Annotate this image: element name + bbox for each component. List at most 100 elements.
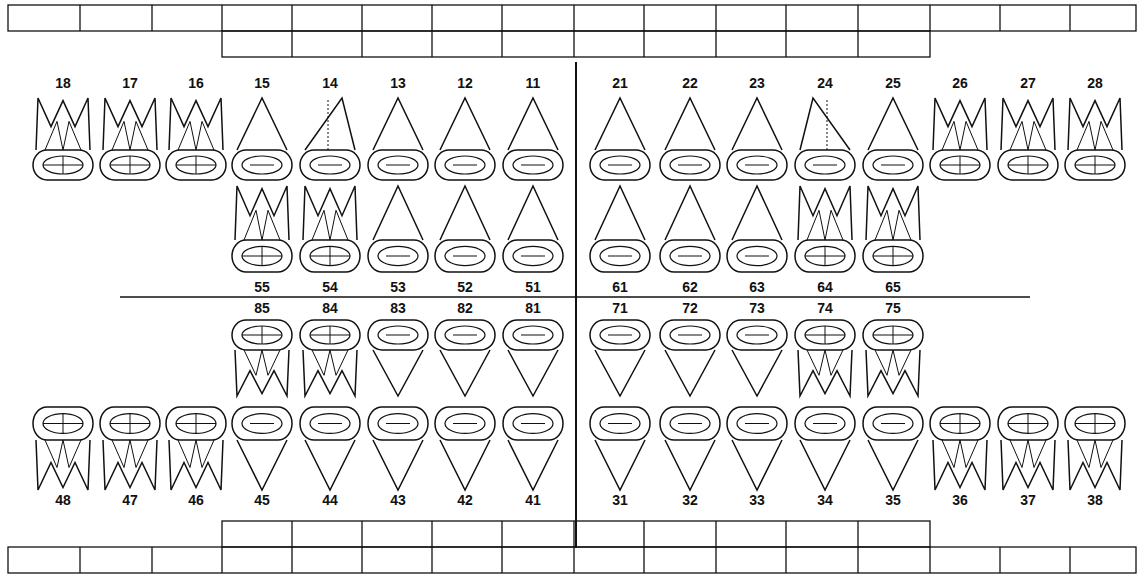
- tooth-number: 46: [188, 493, 204, 507]
- tooth-drawing: [998, 98, 1058, 180]
- tooth-number: 38: [1087, 493, 1103, 507]
- tooth-drawing: [232, 98, 292, 180]
- tooth-number: 74: [817, 301, 833, 315]
- tooth-drawing: [503, 320, 563, 396]
- tooth-number: 55: [254, 280, 270, 294]
- tooth-number: 82: [457, 301, 473, 315]
- tooth-number: 85: [254, 301, 270, 315]
- tooth-number: 36: [952, 493, 968, 507]
- tooth-number: 31: [612, 493, 628, 507]
- tooth-number: 48: [55, 493, 71, 507]
- tooth-drawing: [930, 98, 990, 180]
- tooth-drawing: [863, 407, 923, 490]
- tooth-number: 72: [682, 301, 698, 315]
- tooth-number: 42: [457, 493, 473, 507]
- tooth-drawing: [660, 320, 720, 396]
- tooth-drawing: [1065, 98, 1125, 180]
- tooth-drawing: [100, 407, 160, 490]
- tooth-number: 12: [457, 76, 473, 90]
- tooth-drawing: [33, 98, 93, 180]
- tooth-number: 64: [817, 280, 833, 294]
- tooth-number: 24: [817, 76, 833, 90]
- tooth-number: 33: [749, 493, 765, 507]
- tooth-number: 34: [817, 493, 833, 507]
- tooth-drawing: [368, 320, 428, 396]
- tooth-number: 13: [390, 76, 406, 90]
- tooth-drawing: [300, 98, 360, 180]
- tooth-drawing: [660, 186, 720, 272]
- chart-table-row: [222, 31, 930, 57]
- chart-table-row: [8, 547, 1136, 573]
- tooth-drawing: [232, 186, 292, 272]
- tooth-number: 47: [122, 493, 138, 507]
- tooth-number: 21: [612, 76, 628, 90]
- tooth-number: 61: [612, 280, 628, 294]
- tooth-drawing: [166, 407, 226, 490]
- tooth-number: 26: [952, 76, 968, 90]
- tooth-drawing: [863, 320, 923, 396]
- tooth-number: 14: [322, 76, 338, 90]
- tooth-number: 17: [122, 76, 138, 90]
- tooth-number: 25: [885, 76, 901, 90]
- tooth-drawing: [435, 186, 495, 272]
- tooth-number: 84: [322, 301, 338, 315]
- tooth-number: 73: [749, 301, 765, 315]
- chart-table-row: [8, 5, 1136, 31]
- tooth-drawing: [300, 320, 360, 396]
- tooth-drawing: [368, 98, 428, 180]
- tooth-number: 11: [526, 76, 541, 90]
- tooth-number: 71: [612, 301, 628, 315]
- tooth-drawing: [590, 186, 650, 272]
- tooth-drawing: [166, 98, 226, 180]
- tooth-number: 16: [188, 76, 204, 90]
- tooth-number: 27: [1020, 76, 1036, 90]
- tooth-number: 18: [55, 76, 71, 90]
- tooth-number: 22: [682, 76, 698, 90]
- tooth-drawing: [368, 186, 428, 272]
- tooth-drawing: [863, 98, 923, 180]
- tooth-drawing: [590, 407, 650, 490]
- tooth-drawing: [795, 407, 855, 490]
- tooth-drawing: [435, 320, 495, 396]
- tooth-number: 28: [1087, 76, 1103, 90]
- tooth-drawing: [503, 98, 563, 180]
- tooth-number: 63: [749, 280, 765, 294]
- tooth-drawing: [232, 320, 292, 396]
- tooth-drawing: [795, 186, 855, 272]
- tooth-drawing: [33, 407, 93, 490]
- tooth-number: 65: [885, 280, 901, 294]
- tooth-drawing: [590, 98, 650, 180]
- tooth-drawing: [930, 407, 990, 490]
- tooth-number: 23: [749, 76, 765, 90]
- tooth-number: 41: [525, 493, 541, 507]
- tooth-number: 75: [885, 301, 901, 315]
- tooth-drawing: [863, 186, 923, 272]
- tooth-drawing: [435, 407, 495, 490]
- tooth-drawing: [660, 98, 720, 180]
- tooth-number: 45: [254, 493, 270, 507]
- tooth-drawing: [435, 98, 495, 180]
- tooth-number: 83: [390, 301, 406, 315]
- tooth-drawing: [998, 407, 1058, 490]
- tooth-drawing: [1065, 407, 1125, 490]
- tooth-drawing: [300, 186, 360, 272]
- tooth-drawing: [727, 407, 787, 490]
- tooth-number: 52: [457, 280, 473, 294]
- tooth-drawing: [660, 407, 720, 490]
- tooth-drawing: [368, 407, 428, 490]
- tooth-drawing: [727, 186, 787, 272]
- tooth-number: 44: [322, 493, 338, 507]
- tooth-drawing: [503, 407, 563, 490]
- tooth-drawing: [727, 320, 787, 396]
- tooth-drawing: [727, 98, 787, 180]
- tooth-drawing: [795, 98, 855, 180]
- tooth-drawing: [300, 407, 360, 490]
- tooth-number: 81: [525, 301, 541, 315]
- tooth-drawing: [100, 98, 160, 180]
- midline: [575, 62, 577, 548]
- tooth-number: 51: [525, 280, 541, 294]
- tooth-number: 62: [682, 280, 698, 294]
- jaw-line: [120, 296, 1030, 298]
